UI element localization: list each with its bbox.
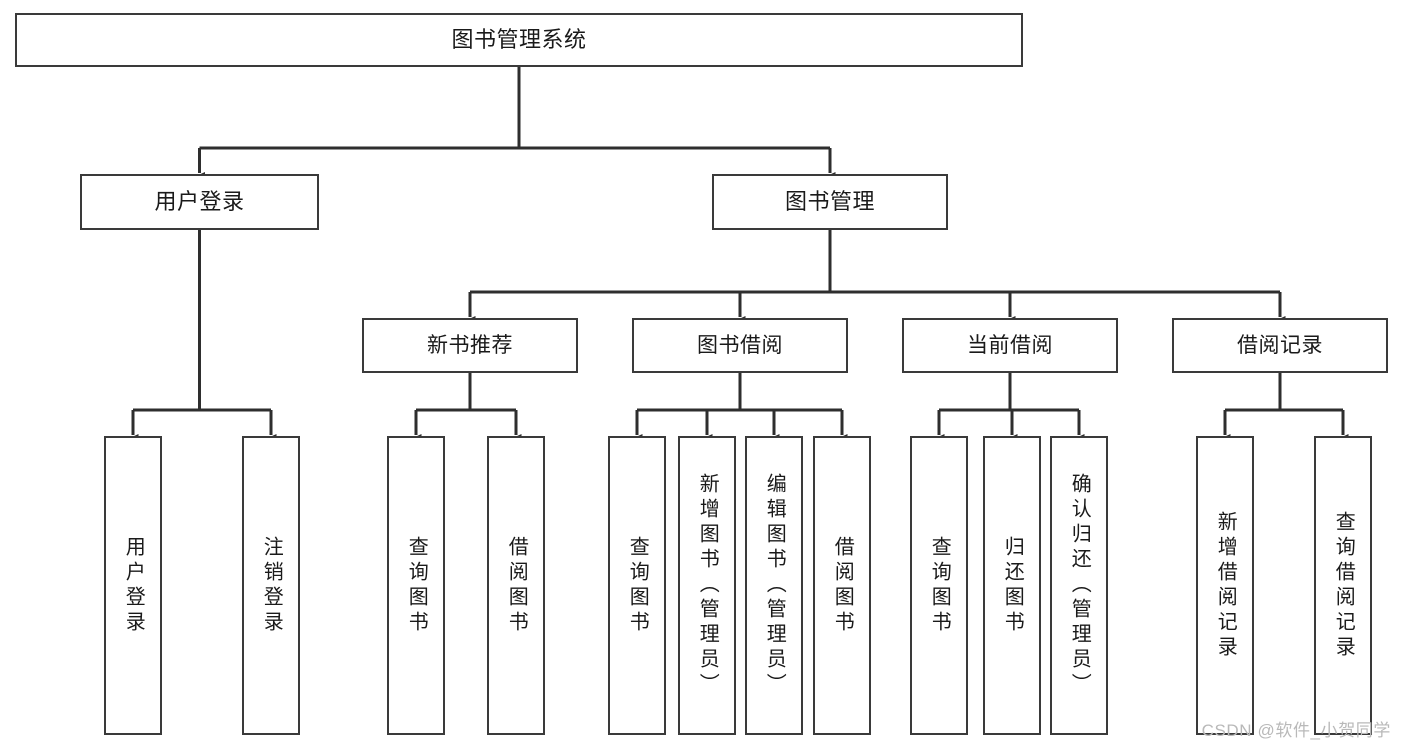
node-book-manage-label: 图书管理 xyxy=(784,188,875,214)
node-leaf-query-book-2-label: 查询图书 xyxy=(626,535,649,636)
node-leaf-query-book-1[interactable]: 查询图书 xyxy=(387,436,445,735)
node-leaf-user-login[interactable]: 用户登录 xyxy=(104,436,162,735)
node-current-borrow[interactable]: 当前借阅 xyxy=(902,318,1118,373)
node-leaf-add-book-admin[interactable]: 新增图书（管理员） xyxy=(678,436,736,735)
node-leaf-query-book-2[interactable]: 查询图书 xyxy=(608,436,666,735)
node-user-login-label: 用户登录 xyxy=(154,188,245,214)
node-current-borrow-label: 当前借阅 xyxy=(967,333,1053,357)
node-leaf-add-book-admin-label: 新增图书（管理员） xyxy=(696,473,719,698)
node-leaf-borrow-book-2-label: 借阅图书 xyxy=(831,535,854,636)
connector-group xyxy=(127,67,1349,444)
node-leaf-borrow-book-1[interactable]: 借阅图书 xyxy=(487,436,545,735)
node-user-login[interactable]: 用户登录 xyxy=(80,174,319,230)
node-book-manage[interactable]: 图书管理 xyxy=(712,174,948,230)
watermark-text: CSDN @软件_小贺同学 xyxy=(1201,721,1391,740)
node-root-label: 图书管理系统 xyxy=(451,26,587,52)
node-leaf-logout-login[interactable]: 注销登录 xyxy=(242,436,300,735)
node-new-book-recommend[interactable]: 新书推荐 xyxy=(362,318,578,373)
node-leaf-query-book-3-label: 查询图书 xyxy=(928,535,951,636)
node-leaf-confirm-return-admin-label: 确认归还（管理员） xyxy=(1068,473,1091,698)
node-leaf-query-book-1-label: 查询图书 xyxy=(405,535,428,636)
node-leaf-confirm-return-admin[interactable]: 确认归还（管理员） xyxy=(1050,436,1108,735)
node-leaf-add-borrow-record-label: 新增借阅记录 xyxy=(1214,510,1237,661)
node-leaf-query-book-3[interactable]: 查询图书 xyxy=(910,436,968,735)
node-leaf-edit-book-admin[interactable]: 编辑图书（管理员） xyxy=(745,436,803,735)
node-leaf-query-borrow-record-label: 查询借阅记录 xyxy=(1332,510,1355,661)
node-root[interactable]: 图书管理系统 xyxy=(15,13,1023,67)
node-borrow-record-label: 借阅记录 xyxy=(1237,333,1323,357)
node-leaf-edit-book-admin-label: 编辑图书（管理员） xyxy=(763,473,786,698)
node-new-book-recommend-label: 新书推荐 xyxy=(427,333,513,357)
node-leaf-return-book-label: 归还图书 xyxy=(1001,535,1024,636)
node-leaf-return-book[interactable]: 归还图书 xyxy=(983,436,1041,735)
node-leaf-borrow-book-1-label: 借阅图书 xyxy=(505,535,528,636)
node-book-borrow[interactable]: 图书借阅 xyxy=(632,318,848,373)
node-borrow-record[interactable]: 借阅记录 xyxy=(1172,318,1388,373)
node-leaf-add-borrow-record[interactable]: 新增借阅记录 xyxy=(1196,436,1254,735)
node-leaf-borrow-book-2[interactable]: 借阅图书 xyxy=(813,436,871,735)
node-book-borrow-label: 图书借阅 xyxy=(697,333,783,357)
node-leaf-logout-login-label: 注销登录 xyxy=(260,535,283,636)
node-leaf-query-borrow-record[interactable]: 查询借阅记录 xyxy=(1314,436,1372,735)
node-leaf-user-login-label: 用户登录 xyxy=(122,535,145,636)
